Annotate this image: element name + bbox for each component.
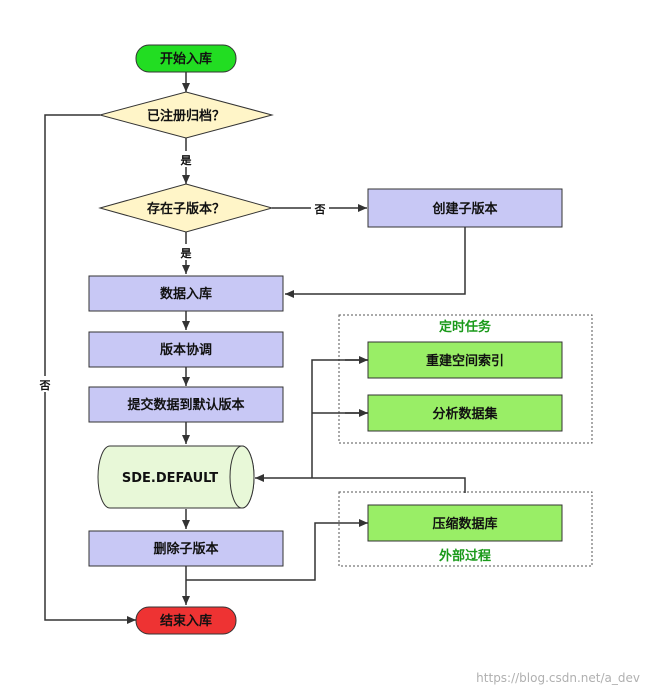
end-node	[135, 606, 237, 635]
edge-create-to-load	[285, 227, 466, 298]
data-load-node	[88, 275, 284, 312]
edge-compress-to-sde	[255, 474, 466, 493]
external-group-box	[338, 491, 593, 567]
delete-child-node	[88, 530, 284, 567]
post-default-node	[88, 386, 284, 423]
rebuild-index-label: 重建空间索引	[426, 353, 504, 369]
create-child-node	[367, 188, 563, 228]
edge-label-yes-1: 是	[180, 154, 193, 167]
edge-label-no-right: 否	[314, 203, 326, 216]
sde-default-label: SDE.DEFAULT	[122, 471, 218, 486]
rebuild-index-node	[367, 341, 563, 379]
edge-label-yes-2: 是	[180, 247, 193, 260]
reconcile-node	[88, 331, 284, 368]
data-load-label: 数据入库	[160, 286, 212, 302]
compress-node	[367, 504, 563, 542]
edge-registered-no	[44, 114, 136, 624]
post-default-label: 提交数据到默认版本	[127, 397, 244, 413]
delete-child-label: 删除子版本	[153, 541, 218, 557]
edge-label-no-left: 否	[39, 379, 51, 392]
create-child-label: 创建子版本	[431, 201, 497, 217]
registered-decision	[98, 91, 274, 139]
child-version-decision-label: 存在子版本？	[147, 201, 225, 217]
start-node-label: 开始入库	[160, 51, 212, 67]
external-group-title: 外部过程	[438, 548, 491, 564]
scheduled-group-box	[338, 314, 593, 444]
end-node-label: 结束入库	[160, 613, 212, 629]
analyze-label: 分析数据集	[432, 406, 498, 422]
edge-scheduled-to-sde	[311, 359, 368, 478]
watermark: https://blog.csdn.net/a_dev	[476, 671, 640, 685]
start-node	[135, 44, 237, 73]
sde-default-node	[97, 445, 255, 509]
child-version-decision	[98, 183, 274, 233]
compress-label: 压缩数据库	[432, 516, 497, 532]
scheduled-group-title: 定时任务	[438, 319, 492, 335]
registered-decision-label: 已注册归档？	[147, 108, 225, 124]
reconcile-label: 版本协调	[160, 342, 212, 358]
edge-delete-to-compress	[186, 519, 368, 581]
analyze-node	[367, 394, 563, 432]
